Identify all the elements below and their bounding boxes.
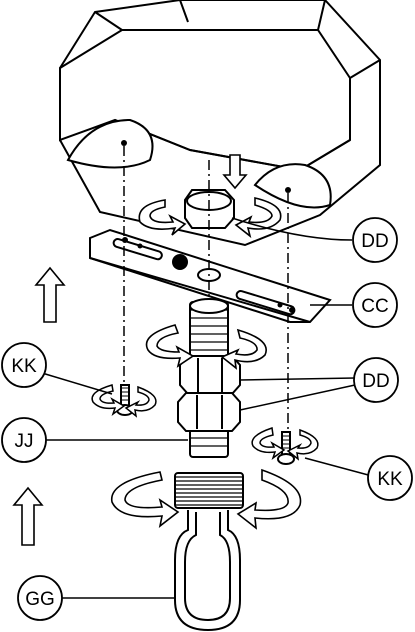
rotate-arrows-rod-icon xyxy=(145,324,267,370)
leader-lines xyxy=(41,217,373,599)
alignment-lines xyxy=(123,146,289,430)
svg-text:DD: DD xyxy=(361,231,388,252)
hex-nut-upper xyxy=(179,355,241,395)
svg-text:CC: CC xyxy=(361,296,388,317)
rotate-arrows-screw-left-icon xyxy=(91,384,157,418)
svg-text:GG: GG xyxy=(25,589,55,610)
svg-text:KK: KK xyxy=(11,356,37,377)
callout-dd-mid: DD xyxy=(353,357,399,403)
canopy-hole-right xyxy=(285,187,291,193)
up-arrow-lower-icon xyxy=(12,486,44,546)
callout-dd-top: DD xyxy=(352,217,398,263)
callout-gg: GG xyxy=(17,575,63,621)
swivel-coupling xyxy=(174,472,244,509)
loop-ring xyxy=(174,510,241,632)
callout-kk-right: KK xyxy=(367,455,413,501)
rotate-arrows-swivel-icon xyxy=(111,468,302,530)
svg-text:KK: KK xyxy=(377,469,403,490)
callout-cc: CC xyxy=(352,282,398,328)
canopy-hole-left xyxy=(121,140,127,146)
rotate-arrows-screw-right-icon xyxy=(251,427,319,461)
callout-jj: JJ xyxy=(1,417,47,463)
hex-nut-lower xyxy=(177,392,241,432)
rotate-arrows-top-icon xyxy=(138,196,282,239)
svg-text:DD: DD xyxy=(362,371,389,392)
canopy-housing xyxy=(59,0,381,247)
callout-kk-left: KK xyxy=(1,342,47,388)
svg-text:JJ: JJ xyxy=(15,431,34,452)
screw-right xyxy=(277,431,295,465)
up-arrow-upper-icon xyxy=(34,266,66,323)
down-arrow-icon xyxy=(222,154,248,190)
